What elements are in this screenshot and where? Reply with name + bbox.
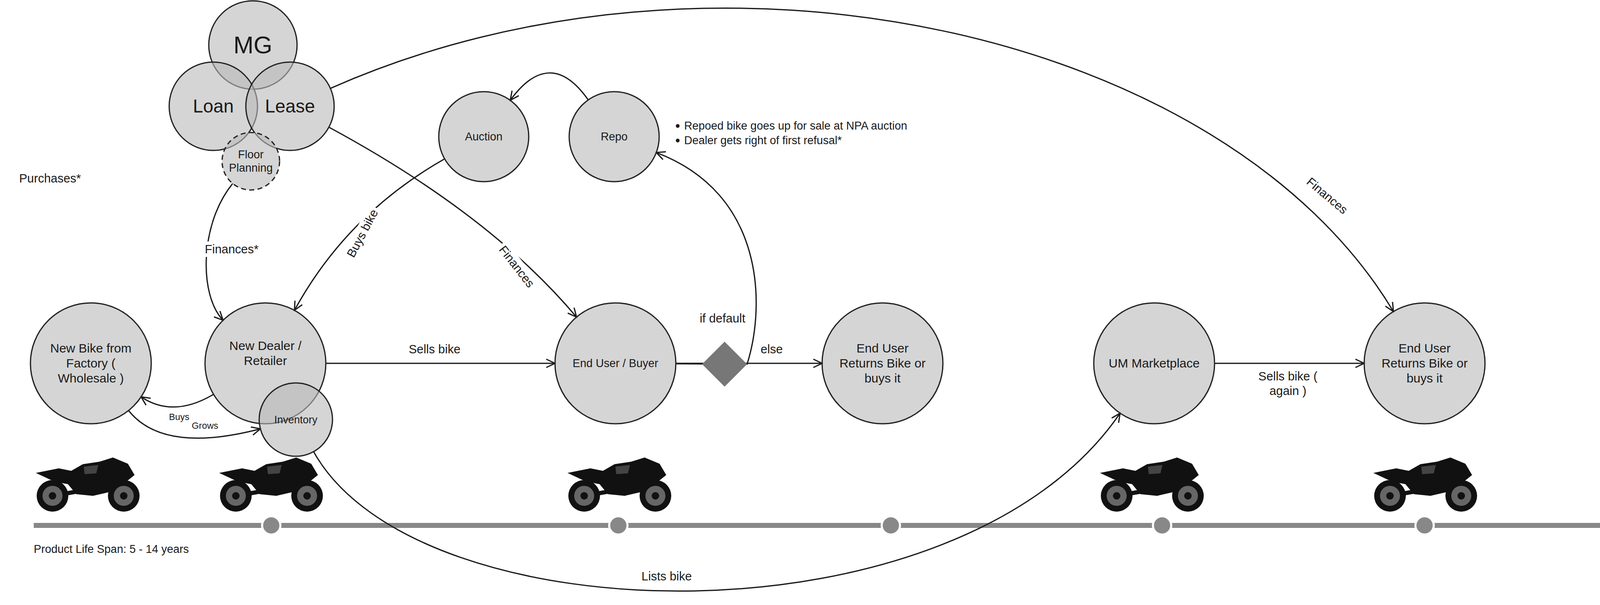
motorcycle-icon	[35, 457, 140, 512]
node-text-group: End User Returns Bike or buys it	[836, 340, 929, 386]
edge-label: Finances	[1301, 172, 1353, 220]
flow-arrow	[313, 413, 1121, 592]
node-text-group: Lease	[254, 95, 326, 118]
flow-arrow	[1214, 362, 1365, 365]
circle-shape	[555, 302, 676, 424]
node-label: Loan	[177, 95, 249, 118]
edge-label: else	[757, 341, 785, 358]
node-text-group: MG	[215, 30, 291, 60]
edge-label: Buys bike	[342, 204, 383, 263]
node-label: End User Returns Bike or buys it	[836, 340, 929, 386]
flow-arrow	[675, 362, 823, 365]
node-label: Inventory	[262, 413, 330, 426]
node-label: Auction	[444, 130, 524, 144]
flow-arrow	[141, 394, 214, 407]
edge-label: Finances	[494, 240, 540, 293]
motorcycle-icon	[567, 457, 672, 512]
node-text-group: End User / Buyer	[561, 356, 670, 370]
node-label: Repo	[574, 130, 654, 144]
motorcycle-icon	[1373, 457, 1478, 512]
node-label: New Dealer / Retailer	[223, 338, 308, 369]
circle-shape	[30, 302, 152, 424]
flow-arrow	[656, 152, 757, 365]
node-text-group: End User Returns Bike or buys it	[1378, 340, 1471, 386]
decision-diamond	[702, 341, 748, 387]
circle-shape	[438, 91, 529, 182]
circle-outline	[221, 131, 281, 191]
inventory-circle: Inventory	[258, 382, 334, 458]
actor-circle: End User Returns Bike or buys it	[1363, 302, 1486, 425]
flow-arrow	[510, 72, 589, 101]
process-circle: Auction	[437, 90, 530, 183]
node-label: Floor Planning	[223, 147, 278, 175]
circle-shape	[569, 91, 660, 182]
node-text-group: Loan	[177, 95, 249, 118]
timeline-dots	[262, 516, 1434, 535]
motorcycle-icon	[219, 457, 323, 512]
node-text-group: Inventory	[262, 413, 330, 426]
actor-circle: UM Marketplace	[1092, 302, 1216, 425]
finance-circle: Floor Planning	[221, 131, 281, 191]
node-label: UM Marketplace	[1108, 355, 1200, 371]
note-bullet: Repoed bike goes up for sale at NPA auct…	[684, 119, 908, 133]
edge-label: Lists bike	[639, 568, 695, 585]
note-text: Purchases*	[19, 171, 81, 186]
edge-label: Sells bike ( again )	[1250, 368, 1326, 399]
edge-label: Grows	[189, 420, 221, 432]
flow-arrow	[330, 7, 1394, 312]
circle-shape	[822, 302, 943, 424]
node-text-group: New Bike from Factory ( Wholesale )	[46, 340, 136, 386]
edge-label: Buys	[166, 411, 193, 423]
circle-shape	[1364, 302, 1485, 424]
actor-circle: New Bike from Factory ( Wholesale )	[29, 302, 153, 425]
node-label: MG	[215, 30, 291, 60]
circle-shape	[1093, 302, 1215, 424]
node-text-group: New Dealer / Retailer	[223, 338, 308, 369]
actor-circle: End User Returns Bike or buys it	[821, 302, 944, 425]
node-text-group: Floor Planning	[223, 147, 278, 175]
node-label: New Bike from Factory ( Wholesale )	[46, 340, 136, 386]
actor-circle: End User / Buyer	[554, 302, 677, 425]
motorcycle-icon	[1100, 457, 1204, 512]
node-text-group: Auction	[444, 130, 524, 144]
node-label: Lease	[254, 95, 326, 118]
note-bullet: Dealer gets right of first refusal*	[684, 133, 842, 148]
edge-label: if default	[697, 310, 748, 327]
node-text-group: UM Marketplace	[1108, 355, 1200, 371]
flow-arrow	[294, 158, 445, 311]
circle-shape	[259, 382, 333, 457]
node-text-group: Repo	[574, 130, 654, 144]
flow-arrow	[325, 362, 555, 365]
note-text: Product Life Span: 5 - 14 years	[33, 542, 189, 556]
node-label: End User Returns Bike or buys it	[1378, 340, 1471, 386]
process-circle: Repo	[568, 90, 660, 183]
node-label: End User / Buyer	[561, 356, 670, 370]
circle-shape	[222, 132, 280, 190]
edge-label: Finances*	[202, 241, 262, 258]
edge-label: Sells bike	[406, 341, 463, 358]
